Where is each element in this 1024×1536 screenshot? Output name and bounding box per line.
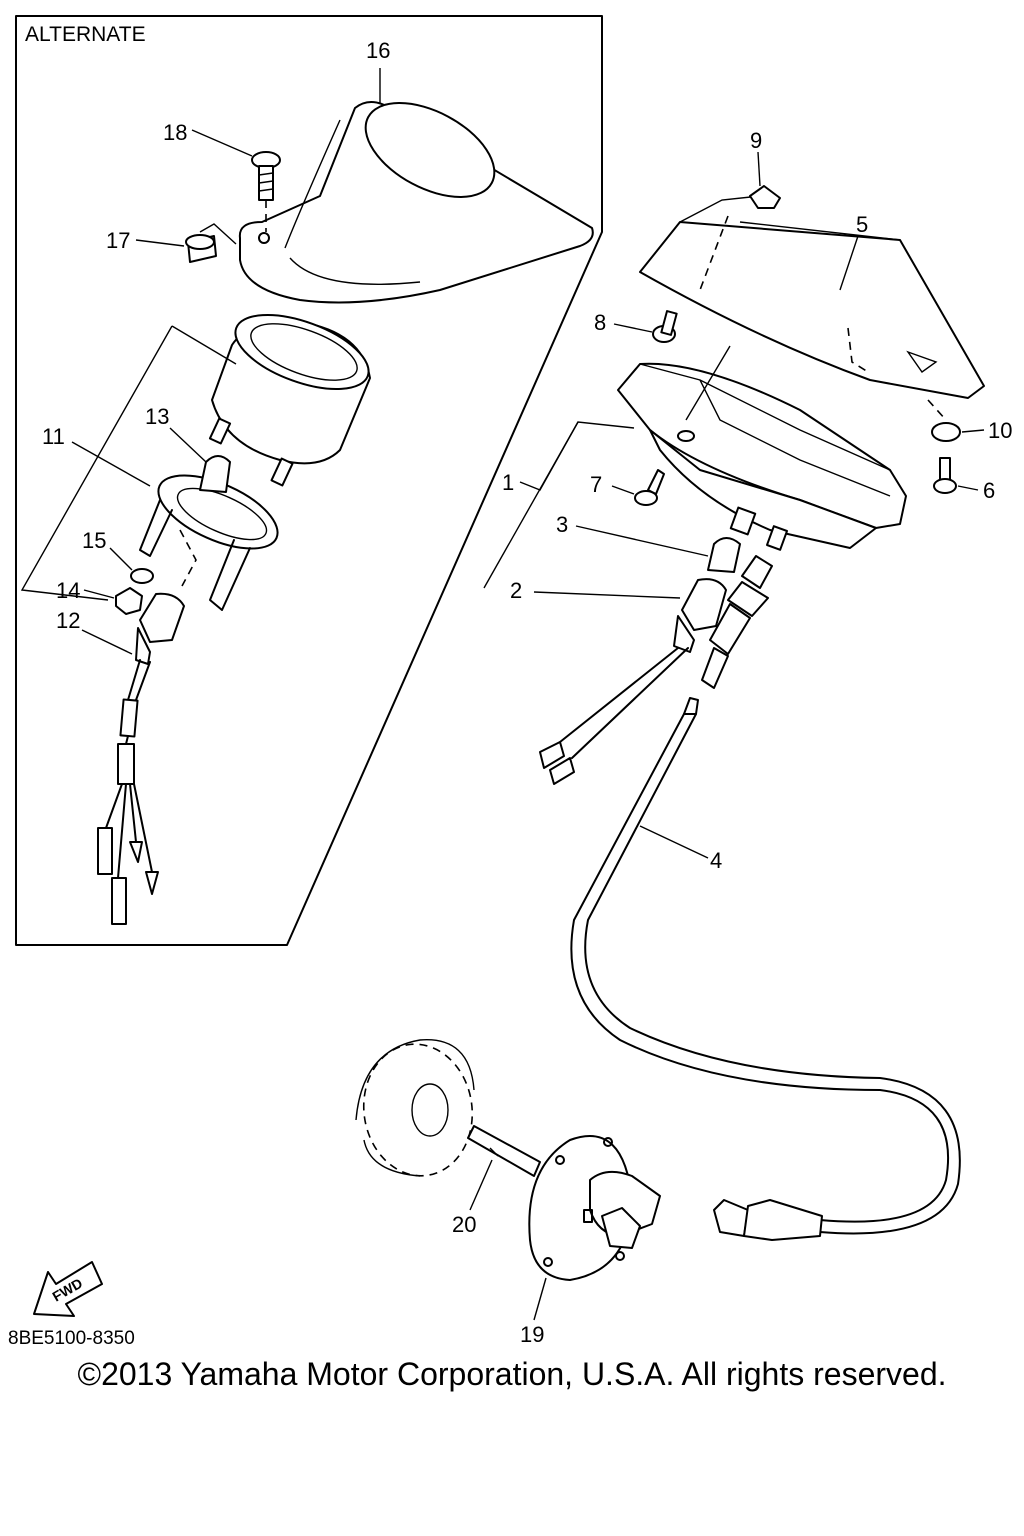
bracket-11	[139, 474, 279, 611]
part-labels: 16 18 17 13 11 15 14 12 9 5 8 10 6 7 1 3…	[42, 38, 1012, 1347]
screw-7	[634, 469, 665, 506]
alternate-box-outline	[15, 15, 603, 946]
label-5: 5	[856, 212, 868, 237]
label-10: 10	[988, 418, 1012, 443]
label-17: 17	[106, 228, 130, 253]
dash-10	[927, 399, 947, 421]
gear-19	[528, 1135, 661, 1281]
socket-harness-12	[97, 592, 185, 925]
label-4: 4	[710, 848, 722, 873]
label-19: 19	[520, 1322, 544, 1347]
label-2: 2	[510, 578, 522, 603]
label-1: 1	[502, 470, 514, 495]
nut-14	[115, 587, 143, 615]
cable-4	[570, 697, 961, 1241]
cable-upper-end	[701, 555, 773, 689]
label-20: 20	[452, 1212, 476, 1237]
bulb-13	[199, 455, 231, 493]
diagram-code: 8BE5100-8350	[8, 1328, 135, 1349]
clip-9	[749, 185, 781, 209]
label-8: 8	[594, 310, 606, 335]
copyright-notice: ©2013 Yamaha Motor Corporation, U.S.A. A…	[77, 1356, 947, 1392]
meter-assembly-1	[617, 345, 907, 551]
screw-18	[251, 151, 281, 232]
label-9: 9	[750, 128, 762, 153]
label-16: 16	[366, 38, 390, 63]
shaft-20	[467, 1125, 541, 1177]
meter-cover-5	[639, 195, 985, 399]
brake-disc	[355, 1039, 475, 1177]
meter-cover-alt	[238, 101, 594, 304]
washer-15	[130, 568, 154, 584]
label-13: 13	[145, 404, 169, 429]
grommet-10	[931, 422, 961, 442]
fwd-arrow-icon: FWD	[33, 1261, 103, 1317]
meter-body-alt	[208, 314, 371, 487]
grommet-17	[185, 223, 237, 263]
label-18: 18	[163, 120, 187, 145]
screw-6	[933, 457, 957, 494]
leader-lines	[71, 68, 985, 1321]
label-12: 12	[56, 608, 80, 633]
label-7: 7	[590, 472, 602, 497]
group-bracket-12	[20, 325, 237, 601]
socket-2	[539, 578, 727, 785]
label-15: 15	[82, 528, 106, 553]
label-11: 11	[42, 424, 65, 449]
label-6: 6	[983, 478, 995, 503]
label-3: 3	[556, 512, 568, 537]
label-14: 14	[56, 578, 80, 603]
screw-8	[652, 310, 678, 343]
bulb-3	[707, 537, 741, 573]
alternate-box-title: ALTERNATE	[25, 23, 146, 46]
